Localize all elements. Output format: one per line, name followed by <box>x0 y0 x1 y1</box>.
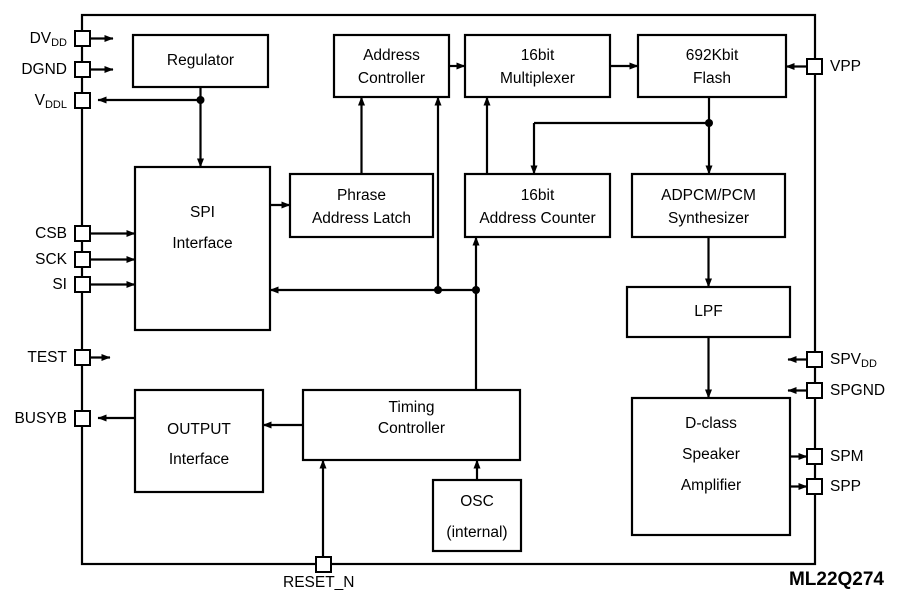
block-address-controller <box>332 33 451 99</box>
label-amp-line1: D-class <box>685 415 737 432</box>
pin-square-vddl[interactable] <box>74 92 91 109</box>
pin-label-busyb: BUSYB <box>14 410 67 427</box>
block-phrase-address-latch <box>288 172 435 239</box>
label-output-line2: Interface <box>169 451 229 468</box>
label-phrase-line2: Address Latch <box>312 210 411 227</box>
pin-label-reset-n: RESET_N <box>283 574 355 591</box>
block-speaker-amplifier <box>630 396 792 537</box>
pin-square-dvdd[interactable] <box>74 30 91 47</box>
pin-label-spvdd: SPVDD <box>830 351 877 370</box>
pin-square-test[interactable] <box>74 349 91 366</box>
junction-flash-bus <box>705 119 713 127</box>
label-timing-line2: Controller <box>378 420 445 437</box>
pin-square-dgnd[interactable] <box>74 61 91 78</box>
label-address-controller-line2: Controller <box>358 70 425 87</box>
pin-square-spvdd[interactable] <box>806 351 823 368</box>
label-flash-line1: 692Kbit <box>686 47 739 64</box>
block-adpcm-pcm-synthesizer <box>630 172 787 239</box>
pin-square-reset-n[interactable] <box>315 556 332 573</box>
pin-label-test: TEST <box>27 349 67 366</box>
pin-label-spgnd: SPGND <box>830 382 885 399</box>
pin-square-spp[interactable] <box>806 478 823 495</box>
label-osc-line2: (internal) <box>446 524 507 541</box>
pin-square-si[interactable] <box>74 276 91 293</box>
block-address-counter <box>463 172 612 239</box>
junction-bus-address-controller <box>434 286 442 294</box>
pin-label-vpp: VPP <box>830 58 861 75</box>
pin-square-busyb[interactable] <box>74 410 91 427</box>
label-multiplexer-line2: Multiplexer <box>500 70 575 87</box>
pin-label-csb: CSB <box>35 225 67 242</box>
pin-square-sck[interactable] <box>74 251 91 268</box>
block-multiplexer <box>463 33 612 99</box>
pin-label-dgnd: DGND <box>21 61 67 78</box>
label-osc-line1: OSC <box>460 493 494 510</box>
block-osc <box>431 478 523 553</box>
label-amp-line3: Amplifier <box>681 477 741 494</box>
label-spi-line2: Interface <box>172 235 232 252</box>
pin-label-dvdd: DVDD <box>30 30 67 49</box>
junction-regulator-vddl <box>196 96 205 104</box>
pin-label-spp: SPP <box>830 478 861 495</box>
label-adpcm-line1: ADPCM/PCM <box>661 187 756 204</box>
pin-label-vddl: VDDL <box>35 92 67 111</box>
pin-label-spm: SPM <box>830 448 864 465</box>
block-flash <box>636 33 788 99</box>
label-amp-line2: Speaker <box>682 446 740 463</box>
junction-bus-timing <box>472 286 480 294</box>
label-output-line1: OUTPUT <box>167 421 231 438</box>
label-lpf: LPF <box>694 303 722 320</box>
part-number-label: ML22Q274 <box>789 569 884 590</box>
pin-square-spgnd[interactable] <box>806 382 823 399</box>
pin-square-vpp[interactable] <box>806 58 823 75</box>
label-counter-line2: Address Counter <box>479 210 595 227</box>
label-multiplexer-line1: 16bit <box>521 47 555 64</box>
block-spi-interface <box>133 165 272 332</box>
label-spi-line1: SPI <box>190 204 215 221</box>
label-address-controller-line1: Address <box>363 47 420 64</box>
label-phrase-line1: Phrase <box>337 187 386 204</box>
label-adpcm-line2: Synthesizer <box>668 210 749 227</box>
block-output-interface <box>133 388 265 494</box>
pin-label-sck: SCK <box>35 251 68 268</box>
label-regulator: Regulator <box>167 52 234 69</box>
label-flash-line2: Flash <box>693 70 731 87</box>
pin-square-spm[interactable] <box>806 448 823 465</box>
label-timing-line1: Timing <box>389 399 435 416</box>
label-counter-line1: 16bit <box>521 187 555 204</box>
pin-square-csb[interactable] <box>74 225 91 242</box>
pin-label-si: SI <box>52 276 67 293</box>
